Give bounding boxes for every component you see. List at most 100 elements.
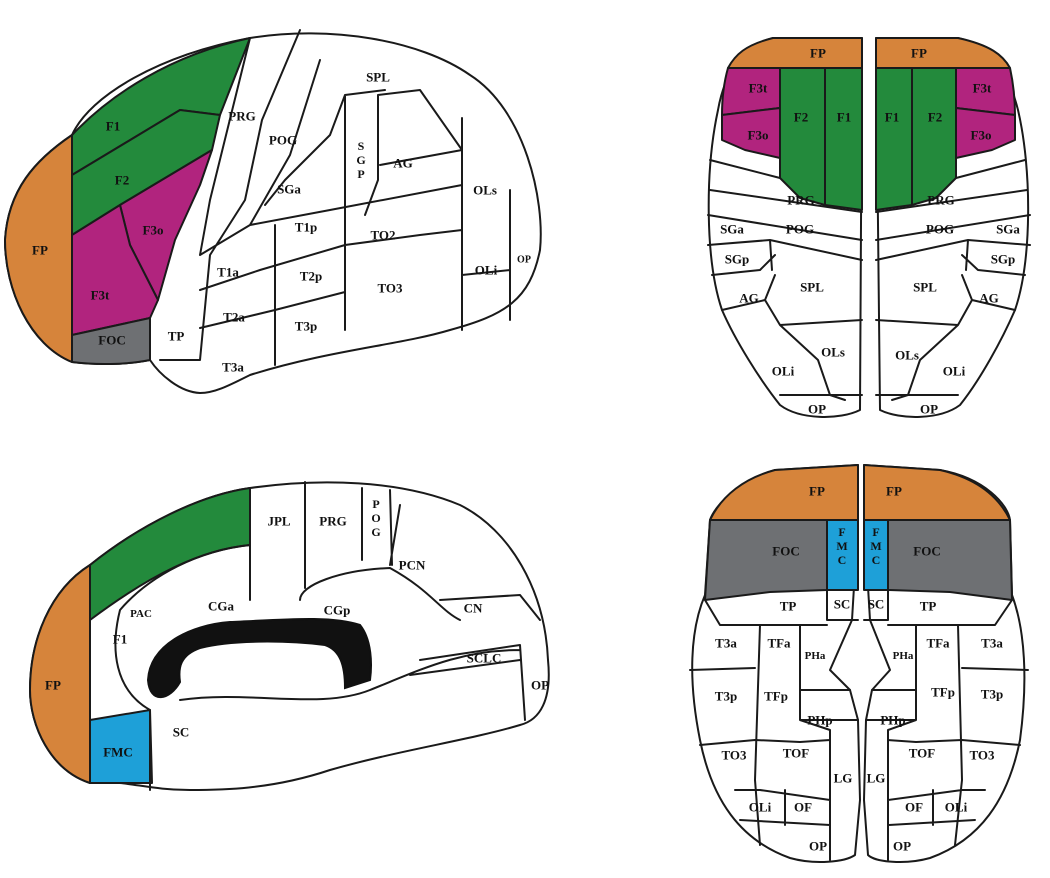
superior-label-ag-left: AG bbox=[739, 291, 759, 306]
inferior-label-pha-right: PHa bbox=[893, 650, 914, 662]
superior-label-pog-right: POG bbox=[926, 222, 954, 237]
inferior-label-sc-right: SC bbox=[868, 597, 885, 612]
medial-label-cgp: CGp bbox=[324, 603, 351, 618]
inferior-label-fp-left: FP bbox=[809, 484, 825, 499]
lateral-label-t1p: T1p bbox=[295, 220, 317, 235]
lateral-label-spl: SPL bbox=[366, 70, 390, 85]
inferior-region-fp-left bbox=[709, 464, 859, 521]
medial-label-op: OP bbox=[531, 678, 549, 693]
lateral-label-t3p: T3p bbox=[295, 319, 317, 334]
superior-label-ols-left: OLs bbox=[821, 345, 845, 360]
medial-corpus-callosum bbox=[146, 618, 372, 699]
inferior-region-foc-left bbox=[704, 519, 828, 601]
superior-label-f3t-right: F3t bbox=[973, 81, 992, 96]
medial-label-pcn: PCN bbox=[399, 558, 426, 573]
medial-label-f1: F1 bbox=[113, 632, 127, 647]
inferior-label-oli-right: OLi bbox=[945, 800, 968, 815]
superior-label-fp-left: FP bbox=[810, 46, 826, 61]
superior-label-ols-right: OLs bbox=[895, 348, 919, 363]
lateral-label-op: OP bbox=[517, 255, 531, 266]
inferior-label-pha-left: PHa bbox=[805, 650, 826, 662]
superior-label-fp-right: FP bbox=[911, 46, 927, 61]
inferior-label-oli-left: OLi bbox=[749, 800, 772, 815]
superior-label-spl-right: SPL bbox=[913, 280, 937, 295]
lateral-label-f1: F1 bbox=[106, 119, 120, 134]
inferior-label-php-left: PHp bbox=[807, 713, 832, 728]
superior-label-sga-right: SGa bbox=[996, 222, 1020, 237]
lateral-label-to3: TO3 bbox=[377, 281, 403, 296]
lateral-label-to2: TO2 bbox=[370, 228, 395, 243]
lateral-label-t3a: T3a bbox=[222, 360, 244, 375]
lateral-label-ols: OLs bbox=[473, 183, 497, 198]
inferior-label-fp-right: FP bbox=[886, 484, 902, 499]
lateral-label-t2a: T2a bbox=[223, 310, 245, 325]
inferior-label-of-left: OF bbox=[794, 800, 812, 815]
inferior-label-tfa-right: TFa bbox=[926, 636, 950, 651]
superior-label-sgp-left: SGp bbox=[725, 252, 750, 267]
lateral-boundary-lines bbox=[159, 29, 511, 366]
medial-label-fmc: FMC bbox=[103, 745, 133, 760]
inferior-label-tfp-right: TFp bbox=[931, 685, 955, 700]
lateral-label-f3o: F3o bbox=[143, 223, 164, 238]
superior-label-prg-right: PRG bbox=[927, 193, 954, 208]
superior-region-fp-left bbox=[727, 37, 863, 69]
inferior-label-tof-right: TOF bbox=[909, 746, 936, 761]
superior-label-op-right: OP bbox=[920, 402, 938, 417]
superior-region-f2-right bbox=[911, 67, 957, 206]
lateral-label-sga: SGa bbox=[277, 182, 301, 197]
medial-label-prg: PRG bbox=[319, 514, 346, 529]
medial-region-fmc bbox=[89, 709, 153, 784]
superior-region-f3o-right bbox=[955, 107, 1016, 159]
superior-label-prg-left: PRG bbox=[787, 193, 814, 208]
inferior-label-t3p-right: T3p bbox=[981, 687, 1003, 702]
lateral-label-prg: PRG bbox=[228, 109, 255, 124]
superior-view: FP FP F3t F3t F3o F3o F2 F1 F1 F2 PRG PR… bbox=[707, 37, 1031, 418]
superior-label-f1-left: F1 bbox=[837, 110, 851, 125]
superior-label-f1-right: F1 bbox=[885, 110, 899, 125]
superior-region-f1-right bbox=[875, 67, 913, 211]
inferior-label-lg-left: LG bbox=[834, 771, 853, 786]
inferior-label-of-right: OF bbox=[905, 800, 923, 815]
inferior-label-php-right: PHp bbox=[880, 713, 905, 728]
medial-label-sclc: SCLC bbox=[467, 651, 502, 666]
medial-label-cn: CN bbox=[464, 601, 483, 616]
superior-label-sgp-right: SGp bbox=[991, 252, 1016, 267]
lateral-label-pog: POG bbox=[269, 133, 297, 148]
superior-region-f2-left bbox=[779, 67, 826, 206]
inferior-label-tfa-left: TFa bbox=[767, 636, 791, 651]
superior-label-oli-left: OLi bbox=[772, 364, 795, 379]
inferior-region-foc-right bbox=[887, 519, 1013, 601]
superior-label-pog-left: POG bbox=[786, 222, 814, 237]
medial-region-fp bbox=[29, 564, 91, 784]
superior-label-f3o-left: F3o bbox=[748, 128, 769, 143]
superior-label-spl-left: SPL bbox=[800, 280, 824, 295]
lateral-label-fp: FP bbox=[32, 243, 48, 258]
inferior-label-tfp-left: TFp bbox=[764, 689, 788, 704]
medial-label-fp: FP bbox=[45, 678, 61, 693]
superior-label-f2-right: F2 bbox=[928, 110, 942, 125]
medial-label-pac: PAC bbox=[130, 608, 152, 620]
inferior-label-sc-left: SC bbox=[834, 597, 851, 612]
superior-boundary-lines bbox=[707, 159, 1031, 401]
inferior-label-foc-left: FOC bbox=[772, 544, 799, 559]
superior-label-sga-left: SGa bbox=[720, 222, 744, 237]
superior-label-op-left: OP bbox=[808, 402, 826, 417]
inferior-label-to3-right: TO3 bbox=[969, 748, 995, 763]
inferior-label-t3a-left: T3a bbox=[715, 636, 737, 651]
superior-region-f1-left bbox=[824, 67, 863, 211]
superior-label-oli-right: OLi bbox=[943, 364, 966, 379]
inferior-label-tp-left: TP bbox=[780, 599, 797, 614]
inferior-label-t3p-left: T3p bbox=[715, 689, 737, 704]
lateral-region-fp bbox=[4, 134, 73, 363]
inferior-label-tp-right: TP bbox=[920, 599, 937, 614]
superior-region-f3o-left bbox=[721, 107, 781, 159]
superior-label-f2-left: F2 bbox=[794, 110, 808, 125]
inferior-region-fmc-left bbox=[826, 519, 859, 591]
